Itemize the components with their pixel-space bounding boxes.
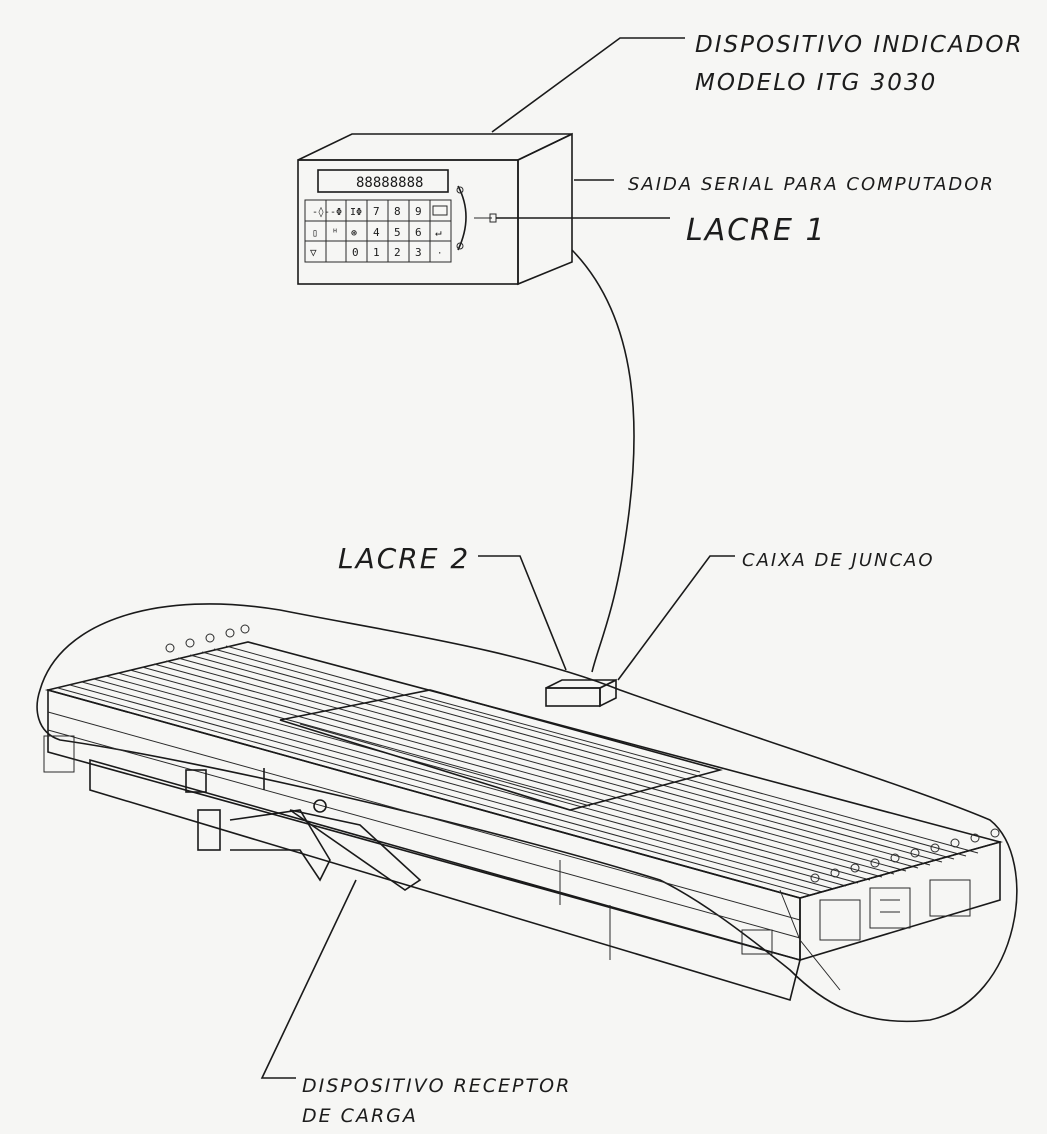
upper-leaders	[491, 37, 685, 219]
key-2: 2	[394, 246, 401, 259]
key-1: 1	[373, 246, 380, 259]
key-3: 3	[415, 246, 422, 259]
svg-text:-Φ: -Φ	[330, 207, 342, 218]
lacre1-label: LACRE 1	[686, 213, 827, 248]
indicator-label-line1: DISPOSITIVO INDICADOR	[695, 32, 1024, 58]
key-5: 5	[394, 226, 401, 239]
seal-arc	[457, 185, 467, 251]
junction-label: CAIXA DE JUNCAO	[742, 550, 935, 571]
key-7: 7	[373, 205, 380, 218]
svg-text:ΙΦ: ΙΦ	[350, 207, 362, 218]
indicator-keypad: -◊- -Φ ΙΦ 7 8 9 ▯ ᵸ ⊛ 4 5 6 ↵ ▽ 0 1 2 3 …	[304, 199, 452, 263]
indicator-device: 88888888 -◊- -Φ ΙΦ 7 8 9 ▯ ᵸ ⊛ 4 5 6 ↵	[297, 132, 573, 286]
cable-indicator-to-junction	[571, 249, 635, 673]
receptor-label-line1: DISPOSITIVO RECEPTOR	[302, 1075, 571, 1097]
key-9: 9	[415, 205, 422, 218]
indicator-display-value: 88888888	[356, 175, 423, 191]
lacre2-leader-line	[478, 555, 567, 671]
svg-text:▽: ▽	[310, 246, 317, 259]
lever-mechanism	[185, 768, 422, 891]
indicator-leader-line	[491, 37, 685, 133]
receptor-leader-line	[260, 879, 357, 1079]
end-face-details	[810, 828, 1000, 941]
key-6: 6	[415, 226, 422, 239]
junction-box	[545, 678, 617, 708]
platform-front-face	[47, 688, 801, 962]
indicator-label-line2: MODELO ITG 3030	[695, 70, 937, 96]
key-4: 4	[373, 226, 380, 239]
svg-text:ᵸ: ᵸ	[332, 228, 338, 239]
platform-base	[89, 758, 801, 1002]
svg-text:⊛: ⊛	[351, 228, 357, 239]
enclosure-outline	[36, 603, 1018, 1023]
indicator-front-panel	[297, 159, 519, 285]
junction-leader-line	[617, 555, 735, 681]
platform-center-channel	[279, 689, 724, 811]
indicator-display	[317, 169, 449, 193]
right-corner-details	[741, 889, 841, 991]
left-end-details	[43, 624, 250, 773]
svg-text:▯: ▯	[312, 228, 318, 239]
serial-label: SAIDA SERIAL PARA COMPUTADOR	[628, 174, 995, 195]
load-receptor-platform	[36, 603, 1018, 1023]
deck-slats	[57, 645, 979, 896]
key-0: 0	[352, 246, 359, 259]
svg-text:-◊-: -◊-	[312, 206, 330, 218]
receptor-label-line2: DE CARGA	[302, 1105, 418, 1127]
lacre2-label: LACRE 2	[338, 542, 470, 575]
svg-text:·: ·	[437, 249, 442, 259]
key-8: 8	[394, 205, 401, 218]
svg-text:↵: ↵	[435, 226, 442, 239]
